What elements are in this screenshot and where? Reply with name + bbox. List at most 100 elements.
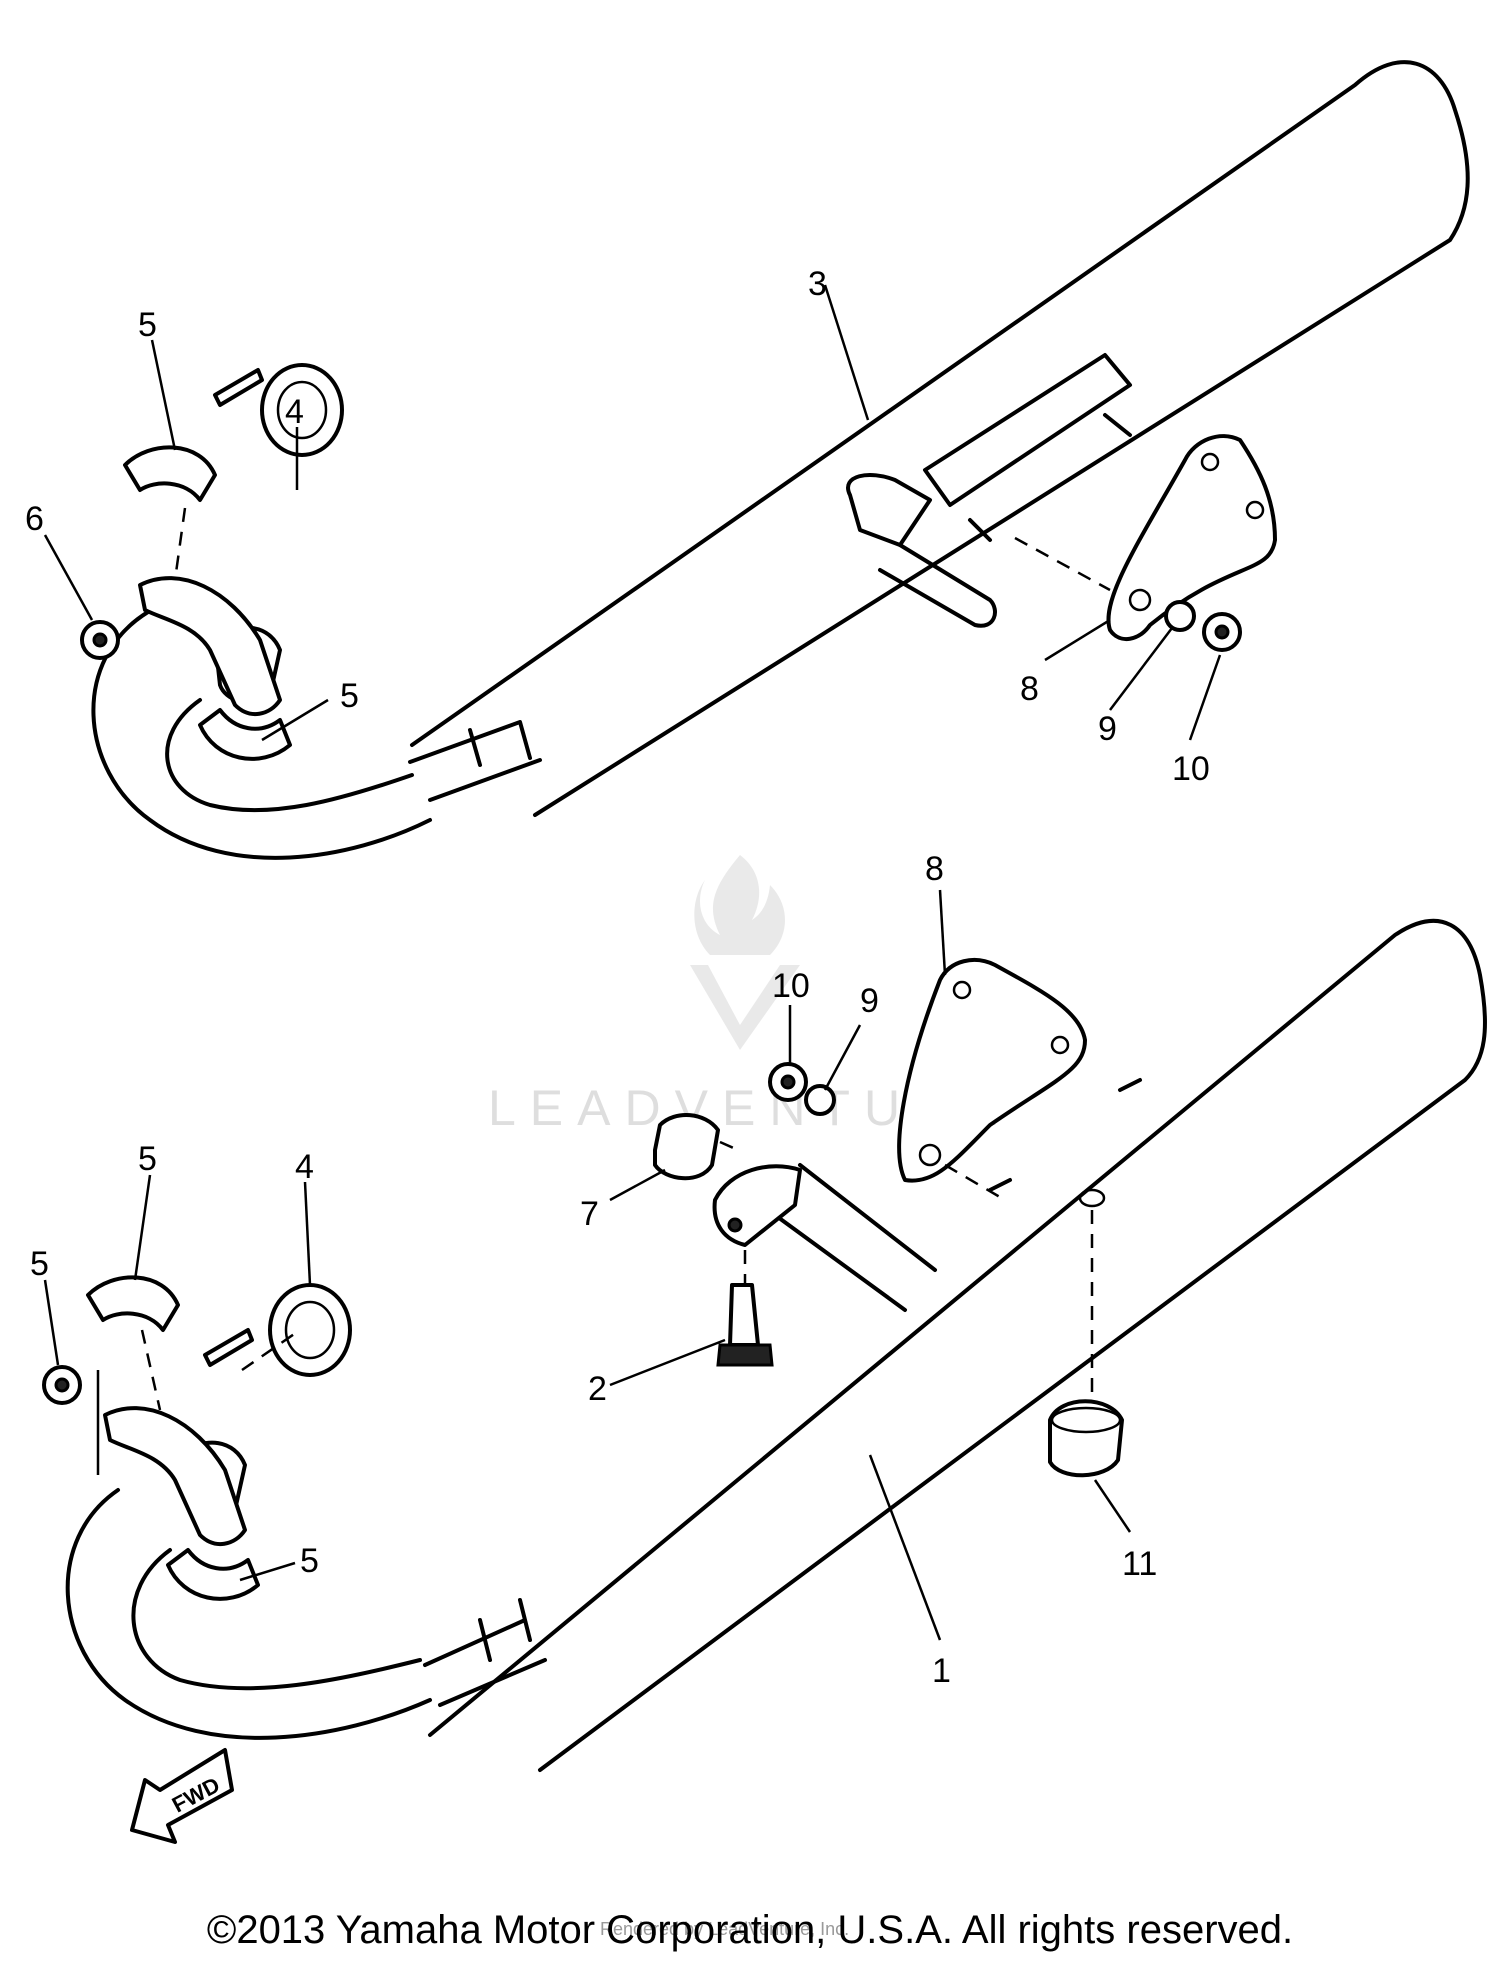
upper-mount-bolt-studs xyxy=(968,413,1132,542)
upper-stay-pipe xyxy=(878,543,997,628)
callout-8-lower: 8 xyxy=(925,850,944,888)
upper-nut-6-hole xyxy=(92,632,108,648)
leader-lines xyxy=(43,284,1222,1641)
callouts: 1 2 3 4 4 5 5 5 5 6 5 7 8 8 9 9 10 10 11 xyxy=(25,265,1210,1690)
lower-stay-hole-b xyxy=(952,980,972,1000)
lower-half-ring-bottom xyxy=(166,1548,260,1601)
callout-10-lower: 10 xyxy=(772,967,810,1005)
callout-4-upper: 4 xyxy=(285,393,304,431)
lower-spacer-11-top xyxy=(1050,1406,1122,1434)
leader-3 xyxy=(823,284,870,421)
lower-spacer-11 xyxy=(1048,1399,1124,1478)
lower-grommet-7 xyxy=(653,1112,720,1181)
callout-11: 11 xyxy=(1122,1545,1157,1583)
callout-1: 1 xyxy=(932,1652,951,1690)
lower-loose-parts xyxy=(42,958,1124,1601)
upper-half-ring-top xyxy=(123,445,217,502)
callout-10-upper: 10 xyxy=(1172,750,1210,788)
lower-stay-bracket xyxy=(897,958,1087,1183)
callout-9-upper: 9 xyxy=(1098,710,1117,748)
leader-5c xyxy=(133,1174,152,1281)
upper-assembly-line-a xyxy=(1014,536,1111,592)
upper-muffler-assembly xyxy=(91,60,1470,860)
leader-2 xyxy=(609,1338,726,1387)
lower-nut-10-hole xyxy=(780,1074,796,1090)
lower-bolt-2-head xyxy=(716,1343,774,1367)
upper-muffler-body xyxy=(410,60,1470,817)
lower-assembly-line-c xyxy=(719,1140,739,1152)
leader-7 xyxy=(609,1168,666,1202)
callout-5-lower-bottom: 5 xyxy=(300,1542,319,1580)
upper-gasket-ring xyxy=(260,363,344,457)
leader-8b xyxy=(938,889,947,976)
callout-7: 7 xyxy=(580,1195,599,1233)
lower-stud xyxy=(203,1328,254,1367)
leader-9a xyxy=(1109,627,1173,711)
flame-logo-mark xyxy=(694,855,785,955)
lower-stay-flange-hole xyxy=(727,1217,743,1233)
lower-assembly-line-e xyxy=(140,1329,162,1411)
callout-4-lower: 4 xyxy=(295,1148,314,1186)
upper-nut-10-hole xyxy=(1214,624,1230,640)
upper-clamp xyxy=(138,576,282,716)
lower-nut-left-hole xyxy=(54,1377,70,1393)
lower-clamp xyxy=(103,1406,247,1546)
upper-slip-joint xyxy=(408,720,542,802)
upper-stud xyxy=(213,368,264,407)
v-logo-mark xyxy=(690,965,800,1050)
rendered-by-overlay: Rendered by LeadVenture, Inc. xyxy=(600,1919,849,1939)
fwd-arrow: FWD xyxy=(130,1748,234,1844)
leader-6a xyxy=(43,534,94,621)
callout-3: 3 xyxy=(808,265,827,303)
leader-5a xyxy=(150,339,177,451)
upper-gasket-ring-inner xyxy=(276,380,328,440)
upper-mount-plate xyxy=(923,353,1132,507)
leader-8a xyxy=(1044,618,1111,662)
lower-assembly-line-f xyxy=(241,1328,301,1372)
upper-stay-bracket xyxy=(1106,434,1277,641)
lower-stay-pipe xyxy=(773,1163,937,1312)
upper-bend-pipe-inner xyxy=(165,698,414,813)
leader-6b xyxy=(43,1279,60,1366)
fwd-arrow-shape xyxy=(130,1748,234,1844)
upper-bend-pipe xyxy=(91,610,432,860)
upper-loose-parts xyxy=(80,363,1277,761)
leader-1 xyxy=(868,1454,942,1641)
lower-muffler-assembly xyxy=(65,918,1487,1772)
upper-stay-hole-b xyxy=(1200,452,1220,472)
callout-6-upper: 6 xyxy=(25,500,44,538)
lower-spacer-11-hole-ref xyxy=(1078,1188,1106,1208)
lower-bolt-2 xyxy=(728,1283,760,1347)
upper-half-ring-bottom xyxy=(198,708,292,761)
lower-muffler-body xyxy=(428,918,1487,1772)
copyright-notice: ©2013 Yamaha Motor Corporation, U.S.A. A… xyxy=(206,1908,1294,1952)
callout-5-upper-bottom: 5 xyxy=(340,677,359,715)
lower-half-ring-top xyxy=(86,1275,180,1332)
lower-stay-hole-a xyxy=(918,1143,942,1167)
lower-stay-flange xyxy=(712,1164,802,1247)
lower-slip-joint xyxy=(423,1598,547,1707)
leader-5b xyxy=(261,698,329,742)
lower-gasket-ring xyxy=(268,1283,352,1377)
lower-muffler-boss xyxy=(988,1078,1142,1192)
leader-9b xyxy=(823,1024,862,1091)
leader-4b xyxy=(303,1181,312,1286)
upper-stay-hole-c xyxy=(1245,500,1265,520)
lower-bend-pipe-inner xyxy=(131,1548,422,1691)
callout-5-upper-top: 5 xyxy=(138,306,157,344)
leader-11 xyxy=(1093,1479,1132,1533)
upper-stay-hole-a xyxy=(1128,588,1152,612)
lower-bend-pipe xyxy=(65,1488,432,1740)
upper-assembly-line-b xyxy=(173,507,187,581)
callout-2: 2 xyxy=(588,1370,607,1408)
lower-stay-hole-c xyxy=(1050,1035,1070,1055)
callout-5-lower-left: 5 xyxy=(30,1245,49,1283)
lower-washer-9 xyxy=(804,1084,836,1116)
leader-10a xyxy=(1188,654,1222,741)
lower-gasket-ring-inner xyxy=(284,1300,336,1360)
callout-5-lower-top: 5 xyxy=(138,1140,157,1178)
callout-8-upper: 8 xyxy=(1020,670,1039,708)
upper-washer-9 xyxy=(1164,600,1196,632)
lower-assembly-line-b xyxy=(944,1163,1006,1202)
